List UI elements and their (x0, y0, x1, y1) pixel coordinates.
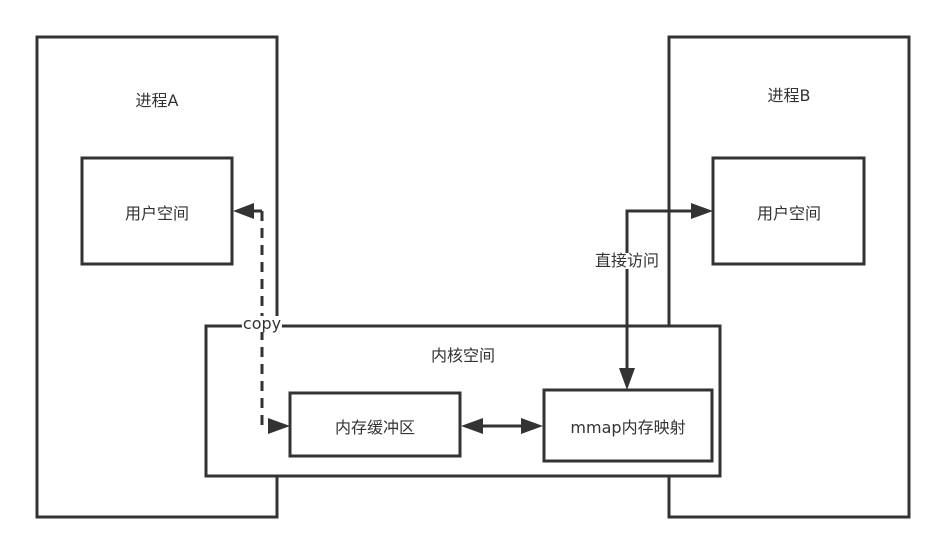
user-space-b-box (711, 156, 866, 266)
arrowhead-to-user-space-b-icon (691, 203, 713, 219)
copy-edge (233, 203, 290, 434)
direct-access-label: 直接访问 (593, 251, 661, 270)
arrowhead-to-user-space-a-icon (233, 203, 254, 219)
arrowhead-to-mmap-from-user-icon (619, 368, 635, 390)
user-space-b-label: 用户空间 (756, 204, 822, 223)
arrowhead-to-buffer-from-mmap-icon (461, 418, 483, 434)
memory-buffer-label: 内存缓冲区 (334, 418, 416, 437)
kernel-space-label: 内核空间 (430, 346, 496, 365)
user-space-a-box (80, 156, 234, 266)
user-space-a-label: 用户空间 (124, 204, 190, 223)
direct-access-edge (619, 203, 713, 390)
memory-buffer-box (288, 391, 462, 458)
buffer-mmap-edge (461, 418, 543, 434)
process-a-label: 进程A (135, 91, 179, 110)
process-b-label: 进程B (767, 86, 811, 105)
arrowhead-to-mmap-icon (521, 418, 543, 434)
copy-edge-label: copy (241, 314, 283, 333)
mmap-box (542, 388, 714, 463)
arrowhead-to-buffer-icon (268, 418, 290, 434)
mmap-label: mmap内存映射 (570, 418, 686, 437)
direct-access-line (625, 209, 694, 370)
